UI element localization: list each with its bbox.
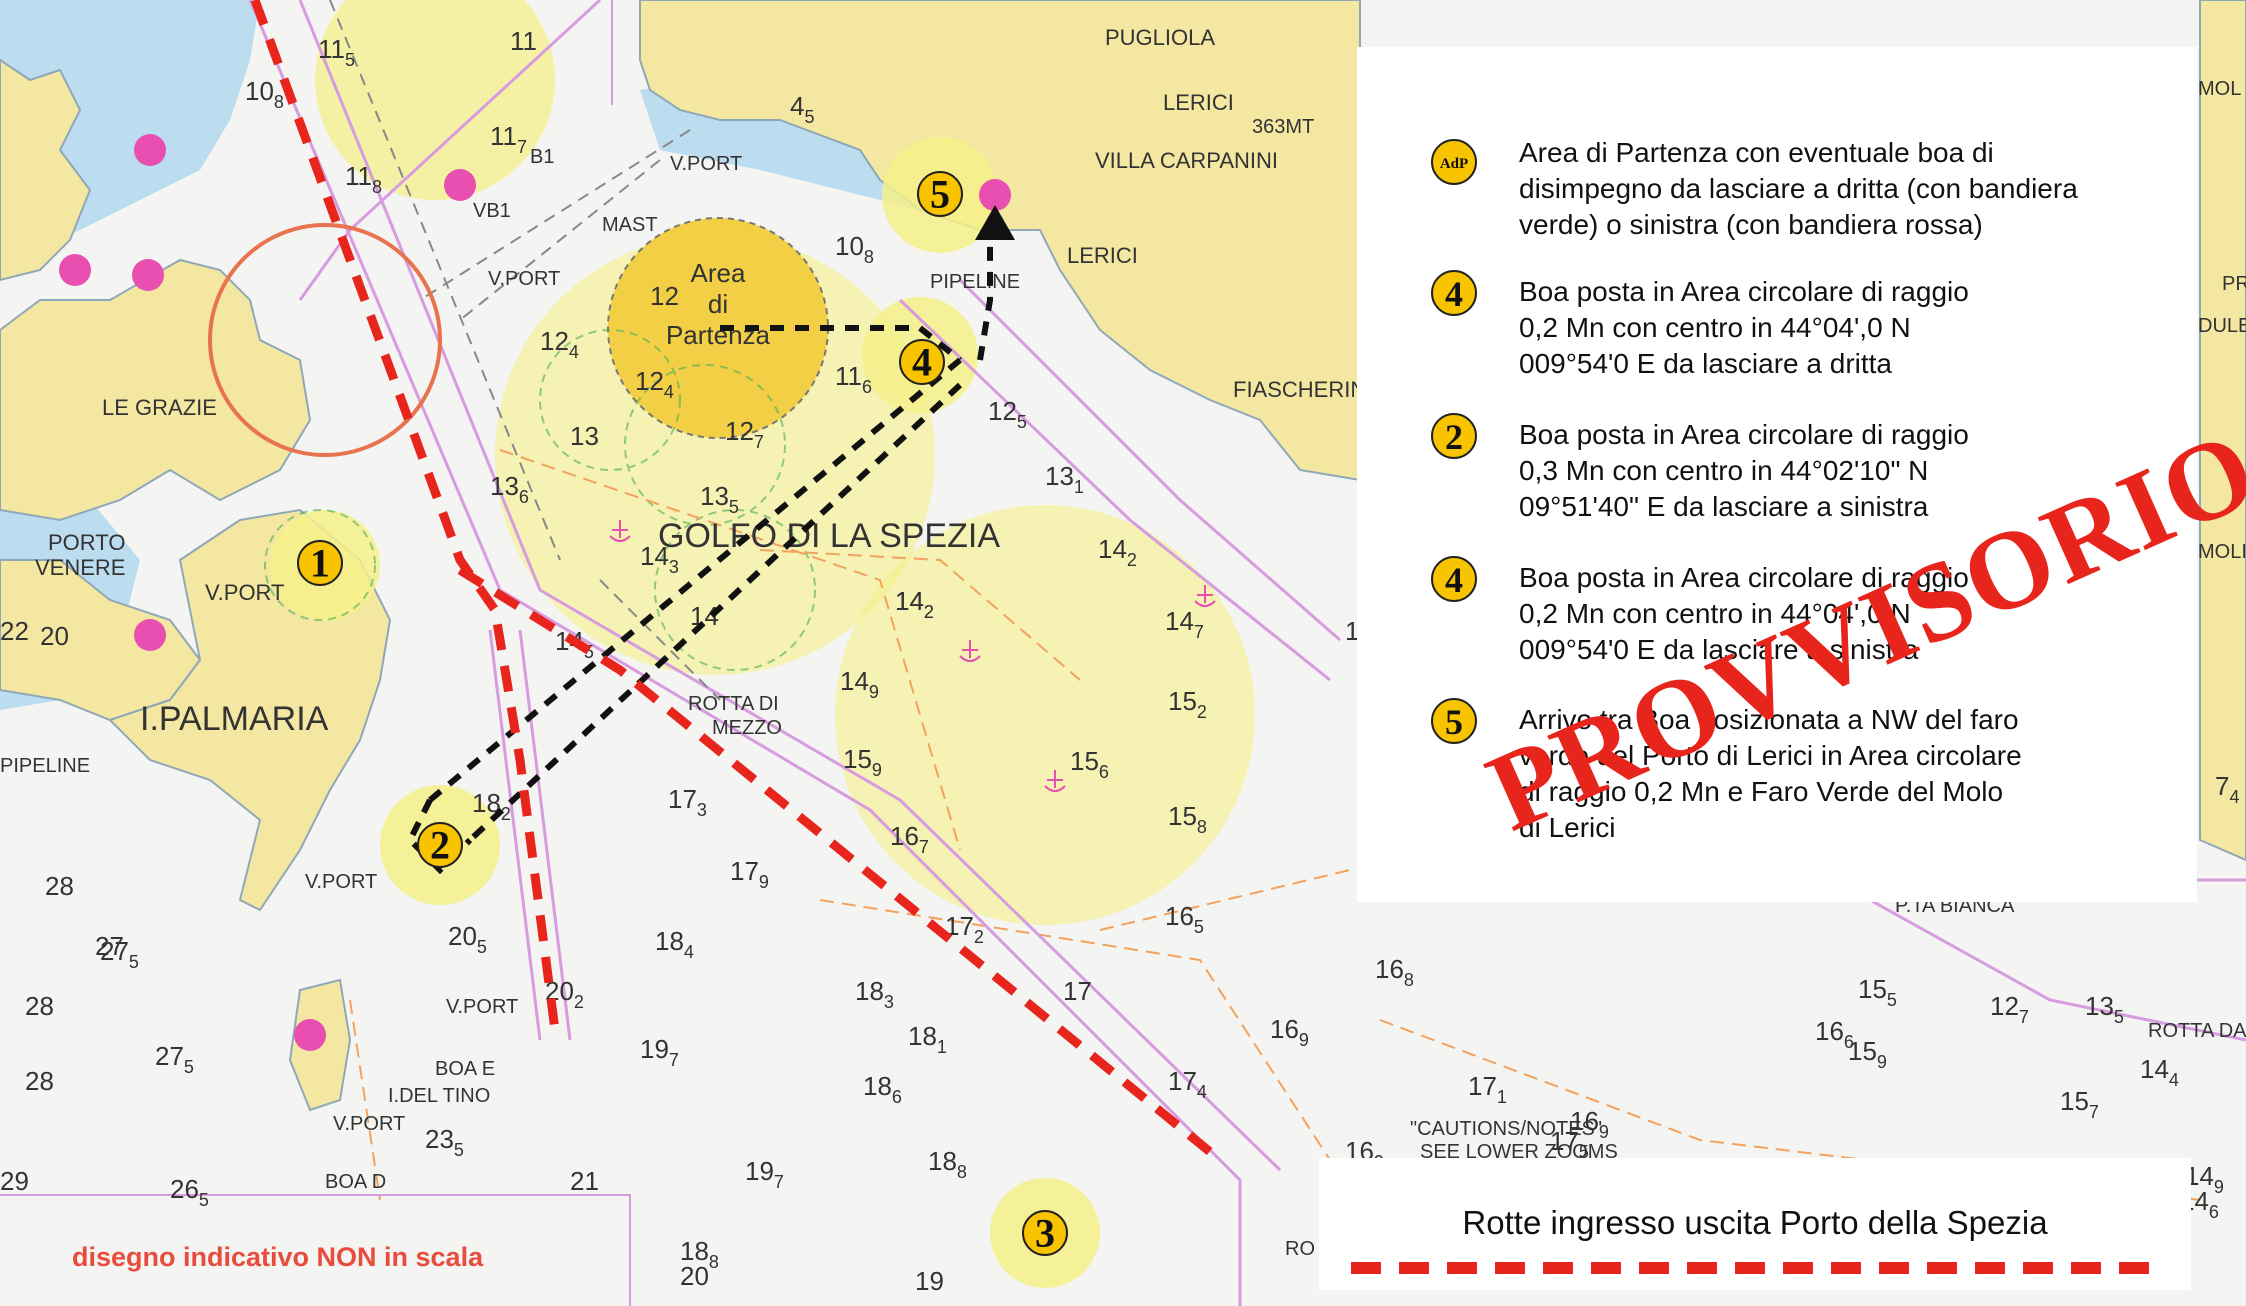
depth-sounding: 29 <box>0 1166 29 1196</box>
label-isola-tino: I.DEL TINO <box>388 1085 490 1107</box>
label-pr: PR <box>2222 273 2246 295</box>
buoy-5: 5 <box>917 171 963 217</box>
legend-text-buoy-2: Boa posta in Area circolare di raggio 0,… <box>1519 419 1969 522</box>
label-see-lower: SEE LOWER ZOOMS <box>1420 1141 1618 1163</box>
label-porto: PORTO <box>48 530 125 555</box>
label-rotta-da: ROTTA DA <box>2148 1020 2246 1042</box>
svg-text:2: 2 <box>430 823 450 868</box>
label-pipeline-left: PIPELINE <box>0 755 90 777</box>
depth-sounding: 22 <box>0 616 29 646</box>
area-partenza-label-3: Partenza <box>666 320 771 350</box>
label-pugliola: PUGLIOLA <box>1105 25 1215 50</box>
label-ro: RO <box>1285 1238 1315 1260</box>
label-rotta-di: ROTTA DI <box>688 693 779 715</box>
label-height: 363MT <box>1252 116 1314 138</box>
buoy-5-icon: 5 <box>1431 698 1477 744</box>
svg-text:4: 4 <box>912 340 932 385</box>
buoy-3: 3 <box>1022 1210 1068 1256</box>
buoy-4-icon: 4 <box>1431 270 1477 316</box>
harbour-limits <box>329 0 721 701</box>
restricted-area-le-grazie <box>208 223 442 457</box>
depth-sounding: 17 <box>1063 976 1092 1006</box>
zone-boundaries <box>349 449 2201 1201</box>
arrival-arrowhead <box>975 205 1015 240</box>
depth-sounding: 28 <box>25 991 54 1021</box>
buoy-4: 4 <box>899 339 945 385</box>
label-palmaria: I.PALMARIA <box>140 700 329 738</box>
label-vport-north: V.PORT <box>670 153 742 175</box>
legend-text-partenza: Area di Partenza con eventuale boa di di… <box>1519 137 2078 240</box>
route-legend-swatch <box>1351 1262 2159 1274</box>
label-lerici-port: LERICI <box>1067 243 1138 268</box>
area-partenza-label-2: di <box>708 289 728 319</box>
land-lerici-coast <box>639 0 1361 482</box>
svg-text:4: 4 <box>1445 274 1463 314</box>
land-north-west <box>0 58 92 282</box>
svg-text:3: 3 <box>1035 1211 1055 1256</box>
label-boa-e: BOA E <box>435 1058 495 1080</box>
label-le-grazie: LE GRAZIE <box>102 395 217 420</box>
depth-sounding: 21 <box>570 1166 599 1196</box>
label-molo-1: MOL <box>2198 78 2241 100</box>
label-vport-tino-n: V.PORT <box>446 996 518 1018</box>
label-mast: MAST <box>602 214 658 236</box>
svg-text:5: 5 <box>930 172 950 217</box>
buoy-2: 2 <box>417 822 463 868</box>
route-legend-box: Rotte ingresso uscita Porto della Spezia <box>1319 1158 2191 1290</box>
legend-panel: AdP Area di Partenza con eventuale boa d… <box>1357 47 2197 902</box>
label-mezzo: MEZZO <box>712 717 782 739</box>
buoy-4-icon: 4 <box>1431 556 1477 602</box>
legend-text-buoy-4-sinistra: Boa posta in Area circolare di raggio 0,… <box>1519 562 1969 665</box>
adp-buoy-icon: AdP <box>1431 139 1477 185</box>
legend-text-buoy-4-dritta: Boa posta in Area circolare di raggio 0,… <box>1519 276 1969 379</box>
area-north <box>315 0 555 200</box>
label-vport-tino-s: V.PORT <box>333 1113 405 1135</box>
anchor-marks <box>609 520 1216 792</box>
land-east <box>2199 0 2246 862</box>
label-b1: B1 <box>530 146 554 168</box>
depth-sounding: 28 <box>45 871 74 901</box>
label-dule: DULE <box>2198 315 2246 337</box>
svg-text:4: 4 <box>1445 560 1463 600</box>
depth-sounding: 11 <box>510 26 537 56</box>
depth-sounding: 12 <box>650 281 679 311</box>
label-venere: VENERE <box>35 555 125 580</box>
label-vport-mid: V.PORT <box>488 268 560 290</box>
area-partenza-label-1: Area <box>691 258 746 288</box>
svg-text:AdP: AdP <box>1440 156 1468 172</box>
svg-text:1: 1 <box>310 541 330 586</box>
buoy-2-icon: 2 <box>1431 413 1477 459</box>
svg-text:2: 2 <box>1445 417 1463 457</box>
label-vb1: VB1 <box>473 200 511 222</box>
route-legend-label: Rotte ingresso uscita Porto della Spezia <box>1462 1204 2048 1241</box>
depth-sounding: 13 <box>570 421 599 451</box>
area-golfo-south <box>835 505 1255 925</box>
label-vport-palm: V.PORT <box>305 871 377 893</box>
label-molo-2: MOLIN <box>2198 541 2246 563</box>
buoy-1: 1 <box>297 540 343 586</box>
label-villa-carpanini: VILLA CARPANINI <box>1095 148 1278 173</box>
chart-frames <box>0 0 631 1306</box>
legend-text-arrivo: Arrivo tra Boa posizionata a NW del faro… <box>1519 704 2022 843</box>
label-boa-d: BOA D <box>325 1171 386 1193</box>
scale-disclaimer: disegno indicativo NON in scala <box>72 1242 484 1272</box>
traffic-channels <box>248 0 2246 1306</box>
svg-text:5: 5 <box>1445 702 1463 742</box>
depth-sounding: 20 <box>680 1261 709 1291</box>
label-cautions: "CAUTIONS/NOTES" <box>1410 1118 1602 1140</box>
depth-sounding: 20 <box>40 621 69 651</box>
depth-sounding: 27 <box>95 931 124 961</box>
label-pipeline-top: PIPELINE <box>930 271 1020 293</box>
depth-sounding: 19 <box>915 1266 944 1296</box>
label-lerici: LERICI <box>1163 90 1234 115</box>
label-vport-pv: V.PORT <box>205 580 284 605</box>
anchorage-circles <box>264 329 816 671</box>
lighthouse-marks <box>59 134 1011 1051</box>
depth-sounding: 28 <box>25 1066 54 1096</box>
entrance-route <box>250 0 1223 1164</box>
label-golfo: GOLFO DI LA SPEZIA <box>658 517 1000 555</box>
